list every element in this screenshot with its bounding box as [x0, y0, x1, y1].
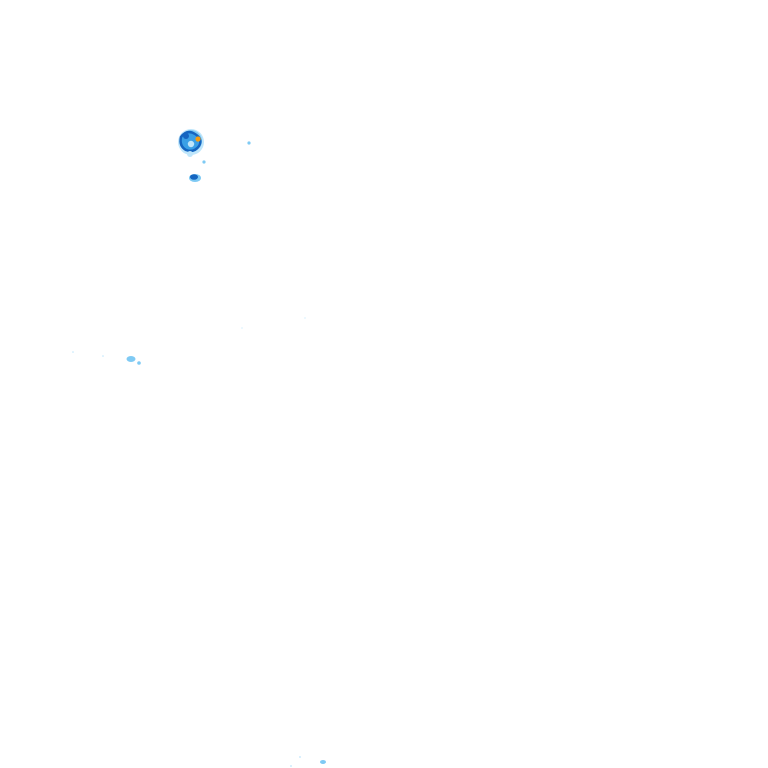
echo-light-hole	[187, 140, 195, 148]
echo-heavy-core	[183, 133, 189, 139]
echo-severe	[195, 136, 201, 142]
echo-heavy	[190, 174, 198, 180]
echo-dot	[299, 756, 301, 758]
echo-blob	[126, 356, 136, 362]
storm-cell-secondary	[189, 174, 201, 182]
scattered-echoes	[72, 141, 326, 767]
echo-dot	[241, 327, 243, 329]
echo-dot	[102, 355, 104, 357]
echo-dot	[290, 765, 292, 767]
echo-dot	[304, 317, 306, 319]
echo-dot	[137, 361, 141, 365]
storm-cell-main	[178, 129, 204, 157]
echo-dot	[202, 160, 206, 164]
echo-very-light-trail	[187, 151, 193, 157]
echo-dot	[247, 141, 251, 145]
echo-blob	[320, 760, 326, 764]
echo-heavy-ring	[179, 130, 202, 153]
echo-dot	[72, 351, 74, 353]
